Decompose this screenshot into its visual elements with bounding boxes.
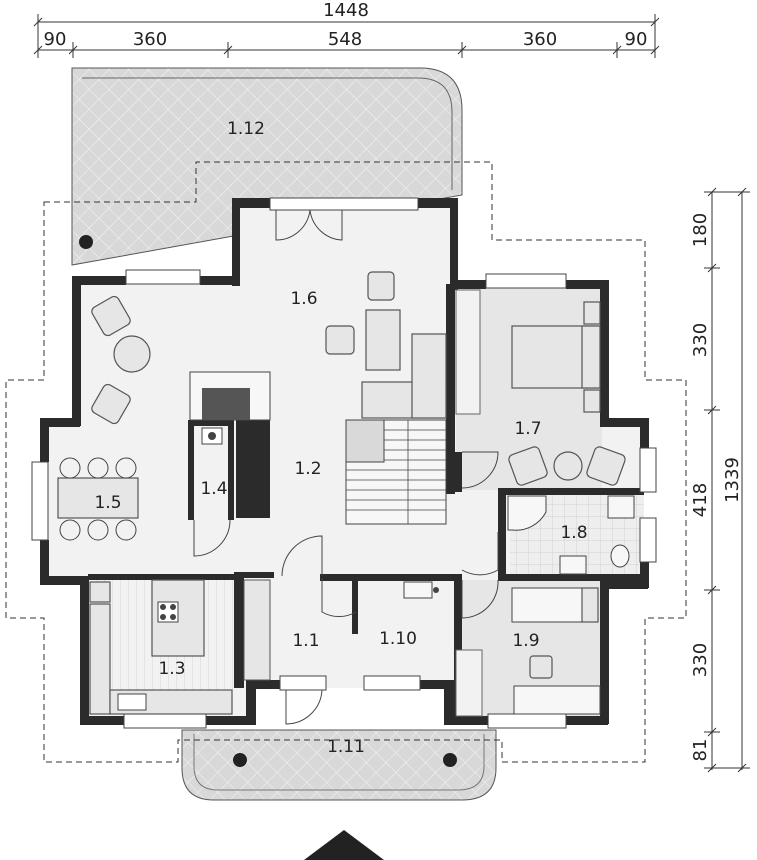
dim-top-segment: 548 xyxy=(328,29,362,50)
terrace-1-12 xyxy=(71,67,463,266)
room-label-1-3: 1.3 xyxy=(158,659,185,679)
dim-top-segment: 360 xyxy=(523,29,557,50)
room-label-1-6: 1.6 xyxy=(290,289,317,309)
exterior-walls xyxy=(40,198,649,725)
storage-cabinet xyxy=(403,581,439,599)
living-furniture xyxy=(91,271,447,425)
bathroom-1-8-fixtures xyxy=(507,495,635,575)
column-post-icon xyxy=(79,235,93,249)
room-label-1-4: 1.4 xyxy=(200,479,227,499)
room-label-1-9: 1.9 xyxy=(512,631,539,651)
room-label-1-12: 1.12 xyxy=(227,119,265,139)
entrance-arrow-icon xyxy=(304,830,384,860)
bedroom-1-9-furniture xyxy=(455,587,601,717)
kitchen-furniture xyxy=(89,579,271,715)
dim-right-segment: 81 xyxy=(690,739,711,762)
room-label-1-2: 1.2 xyxy=(294,459,321,479)
fireplace xyxy=(189,371,271,445)
dim-top-total: 1448 xyxy=(323,0,369,21)
dim-right-total: 1339 xyxy=(722,457,743,503)
room-label-1-11: 1.11 xyxy=(327,737,365,757)
doors xyxy=(193,209,499,725)
room-label-1-5: 1.5 xyxy=(94,493,121,513)
top-dimensions xyxy=(33,14,660,58)
room-label-1-10: 1.10 xyxy=(379,629,417,649)
dim-top-segment: 90 xyxy=(625,29,648,50)
column-post-icon xyxy=(233,753,247,767)
dim-right-segment: 330 xyxy=(690,323,711,357)
room-label-1-8: 1.8 xyxy=(560,523,587,543)
terrace-1-11 xyxy=(181,729,497,801)
windows xyxy=(31,197,657,729)
dining-furniture xyxy=(57,457,139,541)
dim-top-segment: 90 xyxy=(44,29,67,50)
dim-top-segment: 360 xyxy=(133,29,167,50)
dim-right-segment: 330 xyxy=(690,643,711,677)
room-label-1-7: 1.7 xyxy=(514,419,541,439)
roof-outline xyxy=(5,161,687,763)
staircase xyxy=(345,419,447,525)
bedroom-1-7-furniture xyxy=(455,289,626,486)
column-post-icon xyxy=(443,753,457,767)
dim-right-segment: 418 xyxy=(690,483,711,517)
dim-right-segment: 180 xyxy=(690,213,711,247)
room-label-1-1: 1.1 xyxy=(292,631,319,651)
right-dimensions xyxy=(704,187,750,773)
